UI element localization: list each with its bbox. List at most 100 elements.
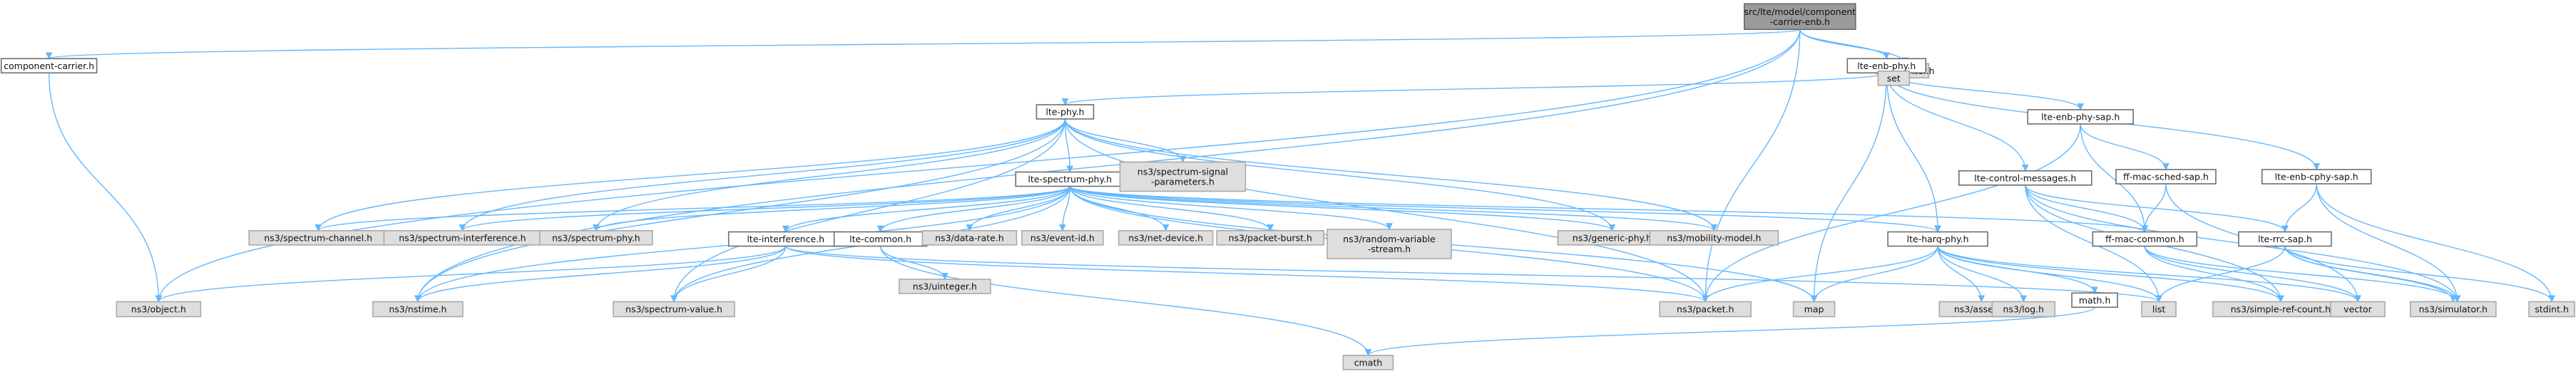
node-nstime: ns3/nstime.h <box>372 301 464 318</box>
node-eventid-label: ns3/event-id.h <box>1031 232 1095 243</box>
edge-ltespectrumphy-to-specinterf <box>459 185 1070 232</box>
node-ffmaccommon[interactable]: ff-mac-common.h <box>2092 231 2198 247</box>
node-enbphysap-box <box>2027 109 2134 125</box>
node-specsignal: ns3/spectrum-signal-parameters.h <box>1119 161 1247 192</box>
node-log-box <box>1991 301 2056 318</box>
edge-ltespectrumphy-to-specchannel <box>315 185 1070 232</box>
edge-ffmaccommon-to-vector <box>2144 246 2361 303</box>
node-specsignal-label: ns3/spectrum-signal <box>1138 167 1228 177</box>
edge-ltephy-to-mobility <box>1064 118 1718 232</box>
node-specinterf: ns3/spectrum-interference.h <box>383 229 542 246</box>
edge-ltespectrumphy-to-lteinterf <box>782 186 1070 233</box>
node-packetburst-box <box>1216 229 1324 246</box>
node-vector-label: vector <box>2344 304 2373 315</box>
node-enbphy-label: lte-enb-phy.h <box>1857 61 1916 71</box>
edge-ltespectrumphy-to-netdevice <box>1069 186 1170 232</box>
node-ctrlmsg[interactable]: lte-control-messages.h <box>1958 170 2092 186</box>
edge-ltephy-to-specchannel <box>315 118 1066 232</box>
node-enbphysap[interactable]: lte-enb-phy-sap.h <box>2027 109 2134 125</box>
node-mobility-box <box>1649 229 1779 246</box>
node-layer: src/lte/model/component-carrier-enb.hcom… <box>0 3 2575 370</box>
edge-enbcphysap-to-rrcsap <box>2281 183 2317 233</box>
node-ffschedsap[interactable]: ff-mac-sched-sap.h <box>2115 169 2217 185</box>
node-set-label: set <box>1887 73 1901 83</box>
node-vector: vector <box>2330 301 2386 318</box>
node-enbphy[interactable]: lte-enb-phy.h <box>1846 58 1927 74</box>
node-cc-label: component-carrier.h <box>4 61 94 71</box>
node-enbcphysap-label: lte-enb-cphy-sap.h <box>2275 172 2358 182</box>
node-cc[interactable]: component-carrier.h <box>0 58 98 74</box>
node-ffmaccommon-label: ff-mac-common.h <box>2105 234 2184 244</box>
node-math[interactable]: math.h <box>2071 292 2118 308</box>
node-uinteger-label: ns3/uinteger.h <box>913 281 977 292</box>
node-netdevice-label: ns3/net-device.h <box>1128 232 1203 243</box>
edge-ltespectrumphy-to-eventid <box>1058 186 1070 232</box>
node-packet-box <box>1659 301 1752 318</box>
node-log: ns3/log.h <box>1991 301 2056 318</box>
edge-root-to-cc <box>46 28 1801 60</box>
edge-enbphy-to-ltephy <box>1061 72 1887 105</box>
edge-enbphysap-to-packet <box>1702 123 2081 303</box>
node-cmath-box <box>1342 354 1394 370</box>
node-genericphy-label: ns3/generic-phy.h <box>1573 232 1652 243</box>
edge-lteinterf-to-object <box>155 246 787 303</box>
node-rrcsap[interactable]: lte-rrc-sap.h <box>2238 231 2332 247</box>
node-lteinterf[interactable]: lte-interference.h <box>727 231 844 247</box>
edge-harq-to-vector <box>1937 246 2361 303</box>
edge-cc-to-object <box>48 73 163 303</box>
node-specphy: ns3/spectrum-phy.h <box>538 229 653 246</box>
edge-ltephy-to-specvalue <box>670 118 1066 303</box>
edge-ltespectrumphy-to-mobility <box>1069 185 1718 232</box>
node-ffschedsap-label: ff-mac-sched-sap.h <box>2123 172 2209 182</box>
node-cc-box <box>0 58 98 74</box>
node-object-box <box>116 301 202 318</box>
node-simpleref: ns3/simple-ref-count.h <box>2212 301 2349 318</box>
node-ltespectrumphy[interactable]: lte-spectrum-phy.h <box>1015 171 1125 187</box>
node-specchannel: ns3/spectrum-channel.h <box>248 229 389 246</box>
node-object-label: ns3/object.h <box>131 304 186 315</box>
node-rrcsap-label: lte-rrc-sap.h <box>2258 234 2312 244</box>
node-packet: ns3/packet.h <box>1659 301 1752 318</box>
node-specvalue-box <box>613 301 735 318</box>
node-eventid: ns3/event-id.h <box>1021 229 1104 246</box>
node-log-label: ns3/log.h <box>2003 304 2045 315</box>
edge-ctrlmsg-to-list <box>2025 185 2162 303</box>
node-ltecommon[interactable]: lte-common.h <box>833 231 928 247</box>
edge-ltespectrumphy-to-packetburst <box>1069 186 1274 232</box>
edge-ltespectrumphy-to-specphy <box>593 185 1070 232</box>
node-genericphy: ns3/generic-phy.h <box>1557 229 1667 246</box>
node-stdint: stdint.h <box>2528 301 2575 318</box>
edge-rrcsap-to-simulator <box>2284 246 2457 303</box>
edge-ltecommon-to-uinteger <box>879 246 949 280</box>
node-ltephy[interactable]: lte-phy.h <box>1036 104 1095 120</box>
edge-lteinterf-to-packet <box>785 245 1709 303</box>
node-specvalue-label: ns3/spectrum-value.h <box>625 304 722 315</box>
node-harq-label: lte-harq-phy.h <box>1907 234 1969 244</box>
node-enbcphysap[interactable]: lte-enb-cphy-sap.h <box>2261 169 2372 185</box>
node-harq[interactable]: lte-harq-phy.h <box>1887 231 1988 247</box>
node-list-label: list <box>2152 304 2165 315</box>
node-stdint-box <box>2528 301 2575 318</box>
edge-harq-to-log <box>1937 246 2028 303</box>
node-stdint-label: stdint.h <box>2535 304 2569 315</box>
node-ctrlmsg-box <box>1958 170 2092 186</box>
edge-ltephy-to-genericphy <box>1064 118 1616 232</box>
node-specsignal-label: -parameters.h <box>1151 177 1215 187</box>
node-list: list <box>2141 301 2177 318</box>
node-specphy-label: ns3/spectrum-phy.h <box>552 232 640 243</box>
node-rrcsap-box <box>2238 231 2332 247</box>
node-eventid-box <box>1021 229 1104 246</box>
node-simulator-label: ns3/simulator.h <box>2419 304 2488 315</box>
edge-enbcphysap-to-stdint <box>2316 183 2555 303</box>
node-map-box <box>1792 301 1836 318</box>
edge-ltespectrumphy-to-randvar <box>1069 186 1393 230</box>
node-datarate-label: ns3/data-rate.h <box>935 232 1004 243</box>
node-nstime-label: ns3/nstime.h <box>389 304 446 315</box>
edge-ltespectrumphy-to-genericphy <box>1069 185 1616 232</box>
node-mobility-label: ns3/mobility-model.h <box>1667 232 1761 243</box>
edge-root-to-enbphy <box>1799 29 1891 60</box>
edge-ffschedsap-to-ffmaccommon <box>2141 183 2167 233</box>
node-specphy-box <box>538 229 653 246</box>
node-uinteger: ns3/uinteger.h <box>899 279 991 294</box>
